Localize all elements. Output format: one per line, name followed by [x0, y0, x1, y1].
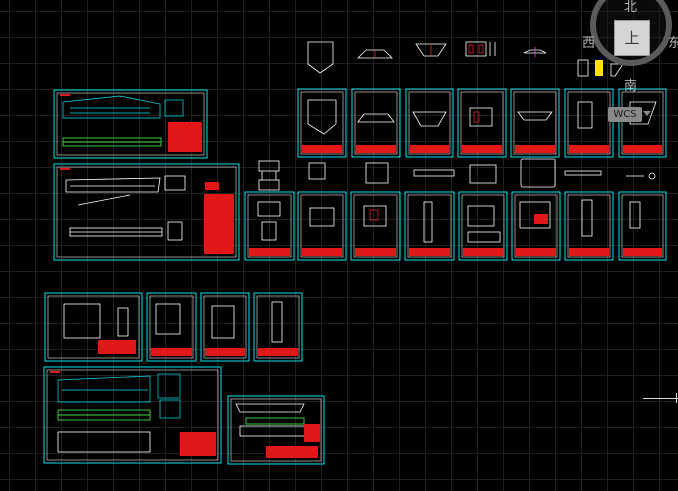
sheet-lower-2[interactable] [146, 292, 197, 362]
sheet-lower-assembly-1[interactable] [43, 366, 222, 464]
viewcube[interactable]: 北 西 东 南 上 WCS [582, 0, 678, 128]
compass-south-label[interactable]: 南 [624, 79, 638, 94]
part-hopper-profile[interactable] [415, 43, 447, 57]
sheet-assembly-1[interactable] [53, 89, 208, 159]
sheet-detail-top-5[interactable] [510, 88, 560, 158]
part-trapezoid-flat[interactable] [357, 49, 393, 59]
part-plate-with-holes[interactable] [465, 41, 496, 57]
sheet-detail-top-6[interactable] [564, 88, 614, 158]
compass-north-label[interactable]: 北 [624, 0, 638, 15]
sheet-detail-mid-2[interactable] [350, 191, 401, 261]
sheet-detail-top-1[interactable] [297, 88, 347, 158]
sheet-detail-mid-4[interactable] [458, 191, 508, 261]
compass-west-label[interactable]: 西 [582, 36, 596, 51]
part-row2-shapes[interactable] [308, 158, 656, 188]
sheet-detail-mid-3[interactable] [404, 191, 455, 261]
sheet-detail-top-3[interactable] [405, 88, 454, 158]
sheet-detail-mid-6[interactable] [564, 191, 614, 261]
sheet-assembly-2[interactable] [53, 163, 240, 261]
compass-east-label[interactable]: 东 [668, 36, 678, 51]
part-channel-section[interactable] [258, 160, 280, 191]
cursor-crosshair-horizontal [643, 398, 678, 399]
sheet-lower-3[interactable] [200, 292, 250, 362]
sheet-lower-1[interactable] [44, 292, 143, 362]
sheet-detail-top-4[interactable] [457, 88, 507, 158]
sheet-detail-mid-5[interactable] [511, 191, 561, 261]
sheet-detail-mid-0[interactable] [244, 191, 295, 261]
sheet-detail-top-7[interactable] [618, 88, 667, 158]
part-slim-bar[interactable] [523, 47, 547, 57]
sheet-lower-4[interactable] [253, 292, 303, 362]
wcs-menu-button[interactable]: WCS [608, 107, 642, 122]
part-shield-shape[interactable] [307, 41, 334, 74]
sheet-detail-mid-7[interactable] [618, 191, 667, 261]
sheet-lower-assembly-2[interactable] [227, 395, 325, 465]
sheet-detail-mid-1[interactable] [297, 191, 347, 261]
viewcube-top-face[interactable]: 上 [614, 20, 650, 56]
cursor-crosshair-vertical [676, 393, 677, 403]
wcs-menu-arrow-icon[interactable] [643, 111, 651, 116]
sheet-detail-top-2[interactable] [351, 88, 401, 158]
